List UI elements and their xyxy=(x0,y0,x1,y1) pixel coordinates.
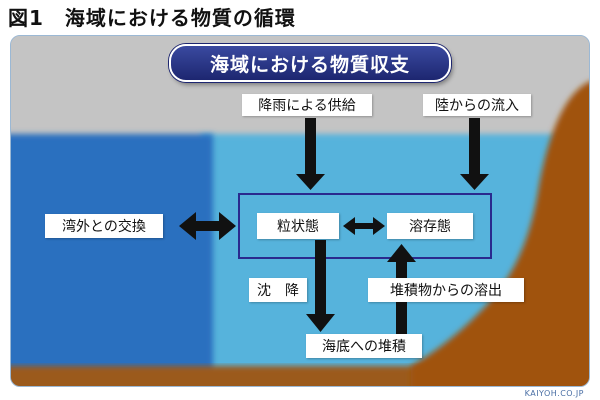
sedimentation-arrow xyxy=(306,240,335,332)
particulate-label: 粒状態 xyxy=(257,213,339,239)
site-footer: KAIYOH.CO.JP xyxy=(524,389,584,398)
outer-sea xyxy=(11,134,213,384)
land-slope xyxy=(411,82,589,386)
diagram-panel: 海域における物質収支 降雨による供給 陸からの流入 湾外との交換 粒状態 溶存態… xyxy=(10,35,590,387)
dissolution-label: 堆積物からの溶出 xyxy=(368,278,524,302)
sedimentation-label: 沈 降 xyxy=(249,278,307,302)
dissolved-label: 溶存態 xyxy=(387,213,473,239)
scene-graphic xyxy=(11,36,589,386)
material-box xyxy=(238,193,492,259)
phase-exchange-arrow xyxy=(343,217,385,235)
seabed-deposit-label: 海底への堆積 xyxy=(306,334,422,358)
land-inflow-arrow xyxy=(460,118,489,190)
diagram-title: 海域における物質収支 xyxy=(169,44,451,82)
rain-arrow xyxy=(296,118,325,190)
exchange-arrow xyxy=(179,212,236,240)
rain-input-label: 降雨による供給 xyxy=(242,94,372,116)
bay-exchange-label: 湾外との交換 xyxy=(45,214,163,238)
land-inflow-label: 陸からの流入 xyxy=(423,94,531,116)
figure-title: 図1 海域における物質の循環 xyxy=(8,6,296,30)
